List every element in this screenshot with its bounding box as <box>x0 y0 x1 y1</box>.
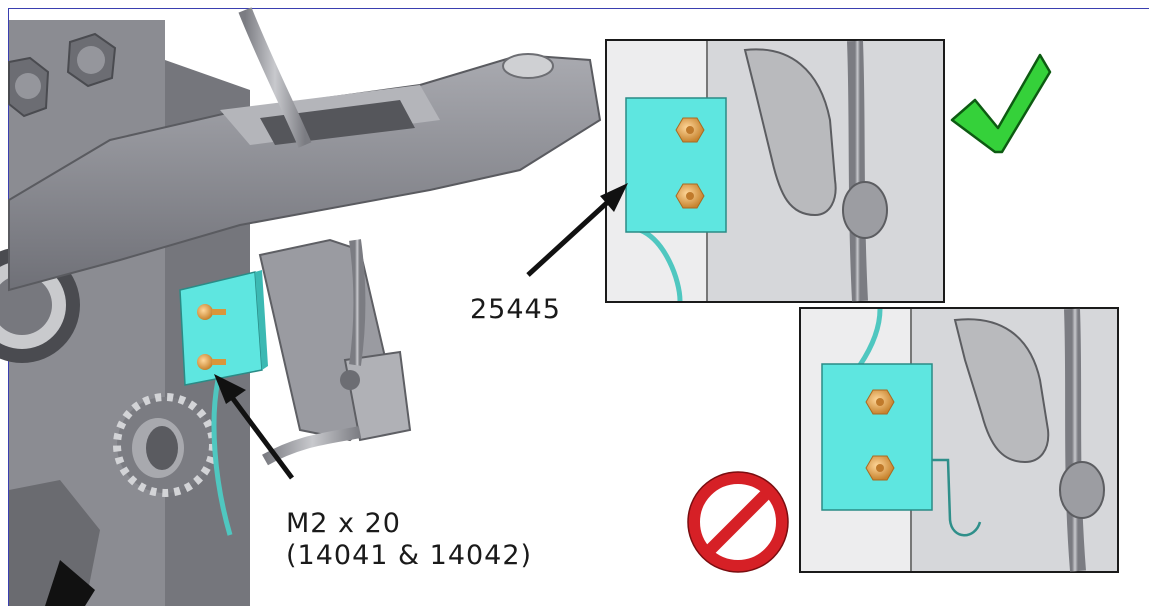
screw-part-numbers-label: (14041 & 14042) <box>286 540 533 571</box>
spring-rod-incorrect <box>1064 308 1086 572</box>
latch-lever <box>743 48 837 217</box>
green-checkmark-icon <box>950 53 1052 154</box>
hex-bolt-top-1 <box>66 32 117 88</box>
brass-nut-upper-inset <box>675 117 705 143</box>
main-mechanism <box>0 7 602 606</box>
knurled-nut <box>113 393 217 497</box>
arm-pin <box>502 53 554 79</box>
brass-nut-upper-incorrect <box>865 389 895 415</box>
inset-correct <box>605 39 945 303</box>
bent-wire <box>932 458 982 537</box>
arrow-to-bracket <box>526 183 628 277</box>
sensor-cable-inset <box>638 227 683 302</box>
lower-foot <box>9 480 100 606</box>
spring-rod-upper <box>238 7 312 148</box>
latch-lever-incorrect <box>953 318 1050 464</box>
spring-rod-middle <box>349 239 366 366</box>
shadow-corner <box>45 560 95 606</box>
red-prohibited-icon <box>687 471 789 573</box>
bracket-clevis <box>343 350 412 442</box>
screw-size-label: M2 x 20 <box>286 508 401 539</box>
hex-bolt-top-2 <box>8 56 50 118</box>
sensor-cable-main <box>211 379 233 536</box>
bracket-25445-incorrect <box>821 363 933 511</box>
inset-incorrect <box>799 307 1119 573</box>
rod-end-incorrect <box>1059 461 1105 519</box>
rod-end <box>842 181 888 239</box>
brass-nut-lower-inset <box>675 183 705 209</box>
clevis-pin <box>340 370 360 390</box>
spring-rod-inset <box>847 40 868 302</box>
top-border-line <box>8 8 1149 9</box>
part-number-label: 25445 <box>470 294 561 325</box>
spring-rod-lower <box>262 426 362 466</box>
bracket-25445-main <box>179 270 268 536</box>
arrow-to-screws <box>214 374 295 480</box>
brass-screw-upper-main <box>197 304 226 320</box>
sensor-cable-incorrect <box>857 308 883 367</box>
brass-nut-lower-incorrect <box>865 455 895 481</box>
bracket-25445-inset <box>625 97 727 233</box>
brass-screw-lower-main <box>197 354 226 370</box>
